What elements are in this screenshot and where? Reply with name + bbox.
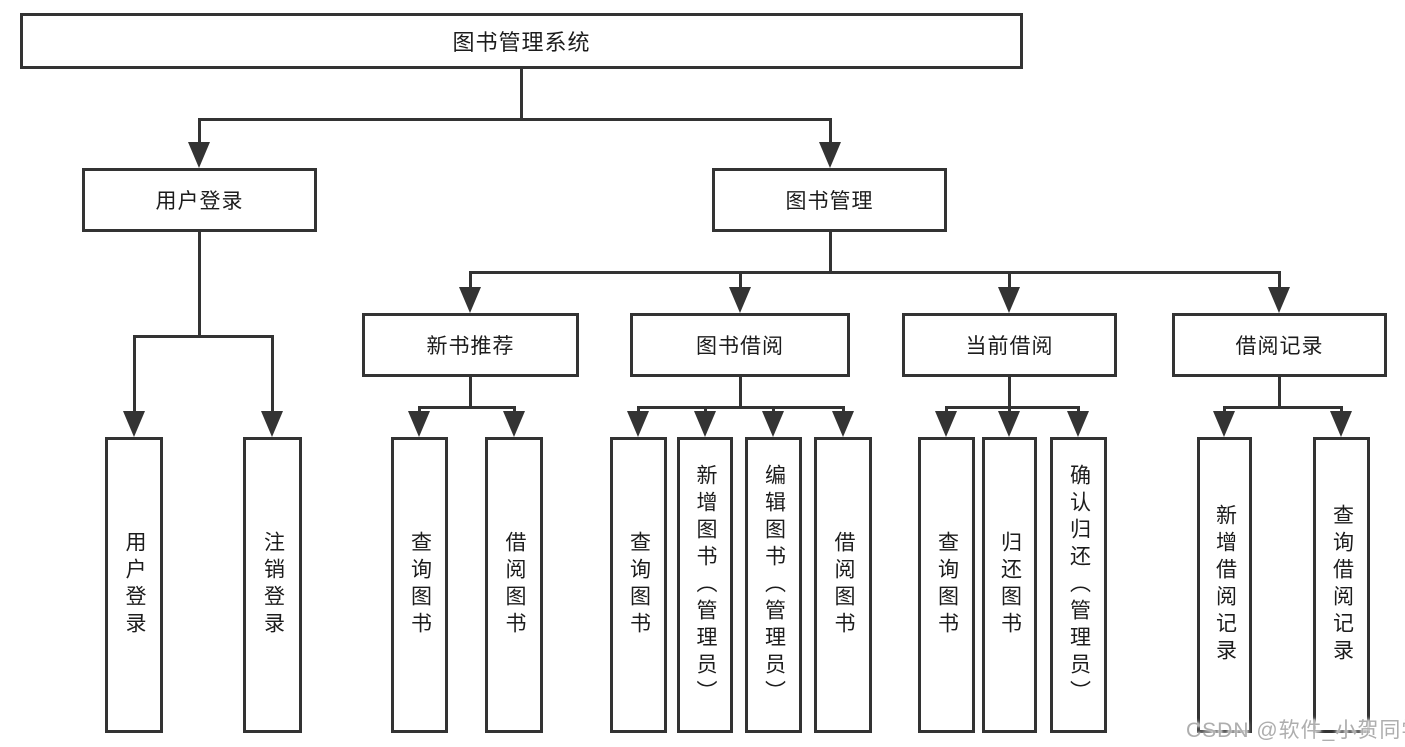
leaf-edit-book-admin: 编辑图书（管理员） xyxy=(745,437,802,733)
arrowhead-down-icon xyxy=(998,287,1020,313)
arrowhead-down-icon xyxy=(188,142,210,168)
connector-vline xyxy=(133,335,136,413)
connector-vline xyxy=(1278,377,1281,409)
connector-vline xyxy=(739,271,742,290)
arrowhead-down-icon xyxy=(503,411,525,437)
arrowhead-down-icon xyxy=(1213,411,1235,437)
connector-hline xyxy=(638,406,844,409)
leaf-query-borrow-record: 查询借阅记录 xyxy=(1313,437,1370,733)
connector-vline xyxy=(842,406,845,414)
leaf-label: 查询借阅记录 xyxy=(1330,504,1354,666)
arrowhead-down-icon xyxy=(123,411,145,437)
arrowhead-down-icon xyxy=(819,142,841,168)
node-book-borrow: 图书借阅 xyxy=(630,313,850,377)
leaf-label: 新增借阅记录 xyxy=(1213,504,1237,666)
arrowhead-down-icon xyxy=(408,411,430,437)
connector-vline xyxy=(469,271,472,290)
node-root: 图书管理系统 xyxy=(20,13,1023,69)
connector-hline xyxy=(134,335,273,338)
connector-vline xyxy=(520,69,523,120)
leaf-label: 查询图书 xyxy=(627,531,651,639)
leaf-label: 归还图书 xyxy=(998,531,1022,639)
node-book-borrow-label: 图书借阅 xyxy=(696,335,784,358)
leaf-label: 借阅图书 xyxy=(503,531,526,639)
connector-hline xyxy=(1224,406,1342,409)
node-user-login-label: 用户登录 xyxy=(155,190,244,213)
connector-vline xyxy=(198,232,201,337)
connector-hline xyxy=(419,406,515,409)
node-new-book-recommend: 新书推荐 xyxy=(362,313,579,377)
connector-vline xyxy=(704,406,707,414)
leaf-label: 借阅图书 xyxy=(832,531,855,639)
connector-vline xyxy=(829,118,832,144)
leaf-label: 编辑图书（管理员） xyxy=(762,463,786,707)
leaf-add-book-admin: 新增图书（管理员） xyxy=(677,437,733,733)
connector-vline xyxy=(1008,406,1011,414)
leaf-label: 查询图书 xyxy=(935,531,959,639)
leaf-logout: 注销登录 xyxy=(243,437,302,733)
connector-hline xyxy=(946,406,1079,409)
leaf-label: 新增图书（管理员） xyxy=(694,463,717,707)
arrowhead-down-icon xyxy=(1268,287,1290,313)
connector-hline xyxy=(470,271,1280,274)
connector-vline xyxy=(1340,406,1343,414)
arrowhead-down-icon xyxy=(998,411,1020,437)
arrowhead-down-icon xyxy=(459,287,481,313)
connector-vline xyxy=(829,232,832,273)
leaf-label: 用户登录 xyxy=(123,531,146,639)
leaf-query-book: 查询图书 xyxy=(610,437,667,733)
node-borrow-record: 借阅记录 xyxy=(1172,313,1387,377)
connector-vline xyxy=(1077,406,1080,414)
connector-vline xyxy=(945,406,948,414)
leaf-confirm-return-admin: 确认归还（管理员） xyxy=(1050,437,1107,733)
connector-vline xyxy=(1008,271,1011,290)
connector-hline xyxy=(199,118,831,121)
leaf-query-book: 查询图书 xyxy=(918,437,975,733)
node-book-management-label: 图书管理 xyxy=(785,190,874,213)
leaf-borrow-book: 借阅图书 xyxy=(485,437,543,733)
connector-vline xyxy=(1223,406,1226,414)
arrowhead-down-icon xyxy=(1067,411,1089,437)
node-root-label: 图书管理系统 xyxy=(452,30,591,55)
arrowhead-down-icon xyxy=(627,411,649,437)
node-user-login: 用户登录 xyxy=(82,168,317,232)
connector-vline xyxy=(271,335,274,413)
connector-vline xyxy=(1278,271,1281,290)
node-borrow-record-label: 借阅记录 xyxy=(1235,335,1324,358)
connector-vline xyxy=(1008,377,1011,409)
leaf-label: 确认归还（管理员） xyxy=(1067,463,1091,707)
connector-vline xyxy=(418,406,421,414)
connector-vline xyxy=(198,118,201,144)
leaf-label: 查询图书 xyxy=(408,531,432,639)
leaf-label: 注销登录 xyxy=(261,531,285,639)
connector-vline xyxy=(772,406,775,414)
connector-vline xyxy=(637,406,640,414)
leaf-add-borrow-record: 新增借阅记录 xyxy=(1197,437,1252,733)
node-new-book-recommend-label: 新书推荐 xyxy=(426,335,515,358)
leaf-query-book: 查询图书 xyxy=(391,437,448,733)
node-current-borrow: 当前借阅 xyxy=(902,313,1117,377)
arrowhead-down-icon xyxy=(832,411,854,437)
arrowhead-down-icon xyxy=(729,287,751,313)
connector-vline xyxy=(739,377,742,409)
leaf-return-book: 归还图书 xyxy=(982,437,1037,733)
arrowhead-down-icon xyxy=(935,411,957,437)
leaf-user-login: 用户登录 xyxy=(105,437,163,733)
node-book-management: 图书管理 xyxy=(712,168,947,232)
csdn-watermark: CSDN @软件_小贺同学 xyxy=(1186,719,1405,742)
arrowhead-down-icon xyxy=(1330,411,1352,437)
connector-vline xyxy=(513,406,516,414)
connector-vline xyxy=(469,377,472,409)
node-current-borrow-label: 当前借阅 xyxy=(965,335,1054,358)
arrowhead-down-icon xyxy=(762,411,784,437)
arrowhead-down-icon xyxy=(261,411,283,437)
leaf-borrow-book: 借阅图书 xyxy=(814,437,872,733)
arrowhead-down-icon xyxy=(694,411,716,437)
